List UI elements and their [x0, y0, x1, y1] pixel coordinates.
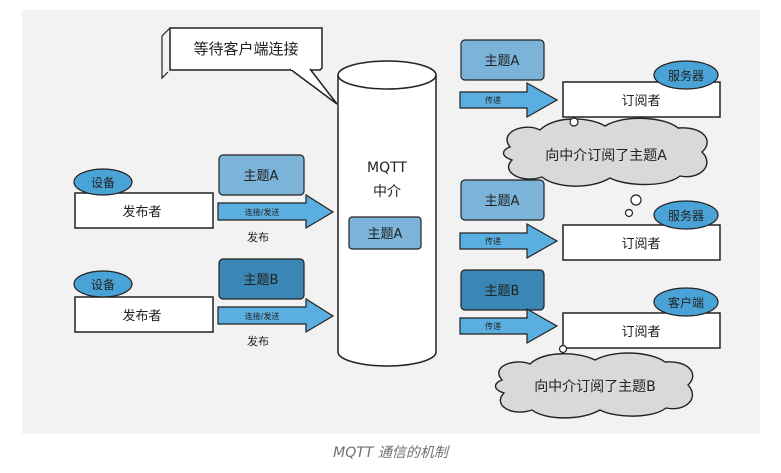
arrow-text: 传递 — [485, 95, 501, 105]
thought-dot — [558, 344, 568, 354]
broker-name-line2: 中介 — [373, 184, 401, 200]
subscriber-box — [562, 224, 721, 261]
arrow-text: 传递 — [485, 321, 501, 331]
publish-text: 发布 — [247, 230, 269, 244]
arrow-text: 连接/发送 — [245, 311, 280, 321]
device-tag-label: 设备 — [91, 278, 115, 292]
client-tag-label: 客户端 — [668, 295, 704, 310]
arrow-text: 连接/发送 — [245, 207, 280, 217]
publish-text: 发布 — [247, 334, 269, 348]
device-tag — [73, 168, 133, 196]
topic-label: 主题A — [485, 54, 520, 69]
waiting-text: 等待客户端连接 — [193, 40, 298, 58]
device-tag — [73, 270, 133, 298]
waiting-speech-bubble: 等待客户端连接 — [161, 27, 338, 105]
subscriber-2: 主题A 传递 订阅者 服务器 — [459, 179, 721, 261]
subscriber-label: 订阅者 — [621, 237, 660, 252]
publisher-label: 发布者 — [122, 204, 161, 220]
deliver-arrow — [459, 222, 559, 260]
thought-dot — [569, 117, 579, 127]
server-tag-label: 服务器 — [668, 68, 704, 83]
server-tag-label: 服务器 — [668, 208, 704, 223]
send-arrow — [217, 297, 335, 334]
thought-dot — [624, 208, 634, 218]
subscriber-1: 主题A 传递 订阅者 服务器 向中介订阅了主题A — [459, 39, 721, 187]
broker-inner-topic: 主题A — [368, 227, 403, 242]
topic-a-box — [460, 39, 545, 81]
thought-text: 向中介订阅了主题B — [534, 379, 656, 395]
publisher-box — [74, 192, 214, 229]
broker-inner-topic-box — [348, 216, 422, 250]
deliver-arrow — [459, 81, 559, 119]
server-tag — [653, 60, 719, 90]
publisher-1: 发布者 设备 主题A 连接/发送 发布 — [73, 154, 335, 244]
publisher-box — [74, 296, 214, 333]
subscriber-box — [562, 312, 721, 349]
topic-a-box — [218, 154, 305, 196]
figure-caption: MQTT 通信的机制 — [333, 445, 448, 461]
thought-text: 向中介订阅了主题A — [545, 148, 667, 164]
arrow-text: 传递 — [485, 236, 501, 246]
publisher-2: 发布者 设备 主题B 连接/发送 发布 — [73, 258, 335, 348]
topic-label: 主题B — [485, 284, 520, 299]
subscriber-3: 主题B 传递 订阅者 客户端 向中介订阅了主题B — [459, 269, 721, 419]
subscriber-label: 订阅者 — [621, 325, 660, 340]
send-arrow — [217, 193, 335, 230]
topic-a-box — [460, 179, 545, 221]
broker-cylinder: MQTT 中介 主题A — [337, 60, 437, 367]
topic-b-box — [460, 269, 545, 311]
subscriber-label: 订阅者 — [621, 94, 660, 109]
topic-label: 主题B — [244, 273, 279, 288]
broker-name-line1: MQTT — [367, 160, 407, 176]
thought-dot — [630, 194, 642, 206]
deliver-arrow — [459, 307, 559, 345]
server-tag — [653, 200, 719, 230]
publisher-label: 发布者 — [122, 308, 161, 324]
thought-cloud — [494, 352, 694, 419]
topic-label: 主题A — [485, 194, 520, 209]
topic-label: 主题A — [244, 169, 279, 184]
thought-cloud — [502, 117, 708, 187]
mqtt-diagram: MQTT 中介 主题A 等待客户端连接 发布者 设备 主题A 连接/发送 发布 … — [73, 27, 721, 419]
device-tag-label: 设备 — [91, 176, 115, 190]
topic-b-box — [218, 258, 305, 300]
client-tag — [653, 287, 719, 317]
